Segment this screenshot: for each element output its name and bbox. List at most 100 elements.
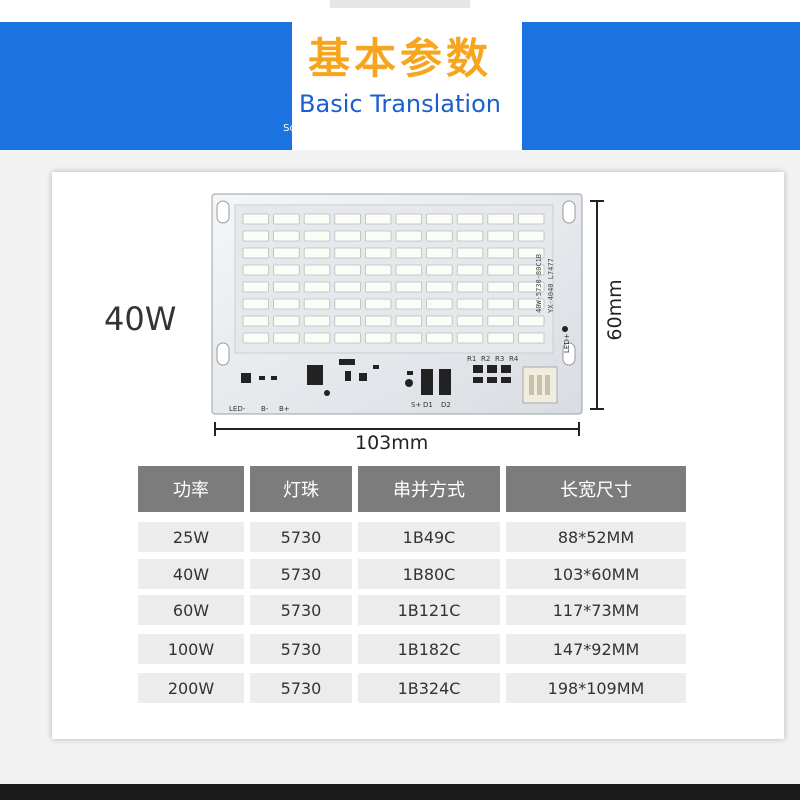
led-chip — [273, 315, 300, 327]
led-chip — [303, 247, 331, 259]
led-chip — [395, 264, 423, 276]
table-row: 100W 5730 1B182C 147*92MM — [138, 634, 686, 664]
cell-config: 1B182C — [358, 634, 500, 664]
led-chip — [456, 247, 484, 259]
led-chip — [395, 230, 423, 242]
pad-label-d1: D1 — [423, 401, 433, 409]
banner-title-card — [292, 22, 522, 150]
mount-slot-bottom-right — [562, 342, 576, 366]
faded-text-remnant — [330, 0, 470, 8]
led-chip — [426, 213, 453, 225]
led-chip — [517, 247, 545, 259]
cell-led: 5730 — [250, 522, 352, 552]
led-chip — [303, 298, 331, 310]
led-chip — [364, 230, 392, 242]
board-model-text: 40W-5730-80C1B — [535, 254, 543, 313]
cell-size: 147*92MM — [506, 634, 686, 664]
led-chip — [303, 264, 331, 276]
led-chip — [334, 247, 361, 259]
led-chip — [395, 298, 423, 310]
led-chip — [395, 247, 423, 259]
table-row: 60W 5730 1B121C 117*73MM — [138, 595, 686, 625]
table-row: 200W 5730 1B324C 198*109MM — [138, 673, 686, 703]
led-chip — [426, 247, 453, 259]
height-dimension-line — [590, 200, 604, 410]
cell-power: 60W — [138, 595, 244, 625]
header-dimensions: 长宽尺寸 — [506, 466, 686, 512]
led-chip — [487, 281, 514, 293]
resistor-label-r1: R1 — [467, 355, 476, 363]
height-dimension-label: 60mm — [604, 279, 626, 341]
led-chip — [456, 332, 484, 344]
table-row: 40W 5730 1B80C 103*60MM — [138, 559, 686, 589]
led-chip — [395, 332, 423, 344]
led-chip — [426, 281, 453, 293]
cell-power: 40W — [138, 559, 244, 589]
led-chip — [334, 315, 361, 327]
cell-config: 1B121C — [358, 595, 500, 625]
led-chip — [334, 298, 361, 310]
led-chip — [334, 230, 361, 242]
led-chip — [517, 213, 545, 225]
cell-size: 88*52MM — [506, 522, 686, 552]
led-chip — [364, 247, 392, 259]
mount-slot-top-left — [216, 200, 230, 224]
led-chip — [487, 264, 514, 276]
led-chip — [517, 298, 545, 310]
resistor-label-r3: R3 — [495, 355, 504, 363]
pad-label-led-plus: LED+ — [563, 333, 571, 353]
table-header-row: 功率 灯珠 串并方式 长宽尺寸 — [138, 466, 686, 512]
led-chip — [303, 332, 331, 344]
led-chip — [517, 230, 545, 242]
led-chip — [395, 281, 423, 293]
led-chip — [242, 315, 270, 327]
cell-size: 103*60MM — [506, 559, 686, 589]
led-chip — [426, 298, 453, 310]
led-chip — [334, 281, 361, 293]
led-chip — [273, 247, 300, 259]
cell-led: 5730 — [250, 595, 352, 625]
led-chip — [273, 332, 300, 344]
led-chip — [517, 315, 545, 327]
led-chip — [364, 213, 392, 225]
led-chip — [456, 264, 484, 276]
led-chip — [242, 281, 270, 293]
led-chip — [364, 298, 392, 310]
led-chip — [487, 230, 514, 242]
width-dimension-line — [214, 422, 580, 436]
cell-power: 200W — [138, 673, 244, 703]
pad-label-led-minus: LED- — [229, 405, 246, 413]
led-chip — [456, 315, 484, 327]
page-subtitle: Basic Translation — [299, 90, 501, 118]
led-chip — [273, 298, 300, 310]
led-chip — [426, 332, 453, 344]
led-chip — [426, 230, 453, 242]
table-row: 25W 5730 1B49C 88*52MM — [138, 522, 686, 552]
mount-slot-bottom-left — [216, 342, 230, 366]
cell-config: 1B324C — [358, 673, 500, 703]
led-chip — [426, 264, 453, 276]
led-chip — [273, 230, 300, 242]
cell-led: 5730 — [250, 634, 352, 664]
led-chip — [303, 281, 331, 293]
led-chip — [456, 213, 484, 225]
led-chip — [334, 264, 361, 276]
header-banner — [0, 22, 800, 150]
led-chip — [395, 315, 423, 327]
board-code-text: YX-4040 L7477 — [547, 258, 555, 313]
cell-config: 1B80C — [358, 559, 500, 589]
pad-label-b-plus: B+ — [279, 405, 290, 413]
header-series-parallel: 串并方式 — [358, 466, 500, 512]
led-chip — [242, 230, 270, 242]
led-chip — [395, 213, 423, 225]
led-chip — [517, 264, 545, 276]
led-chip — [517, 332, 545, 344]
led-chip — [456, 230, 484, 242]
power-label: 40W — [104, 300, 177, 338]
mount-slot-top-right — [562, 200, 576, 224]
led-chip — [456, 281, 484, 293]
led-chip — [487, 247, 514, 259]
led-chip — [426, 315, 453, 327]
pad-label-s-plus: S+ — [411, 401, 421, 409]
led-chip — [242, 247, 270, 259]
